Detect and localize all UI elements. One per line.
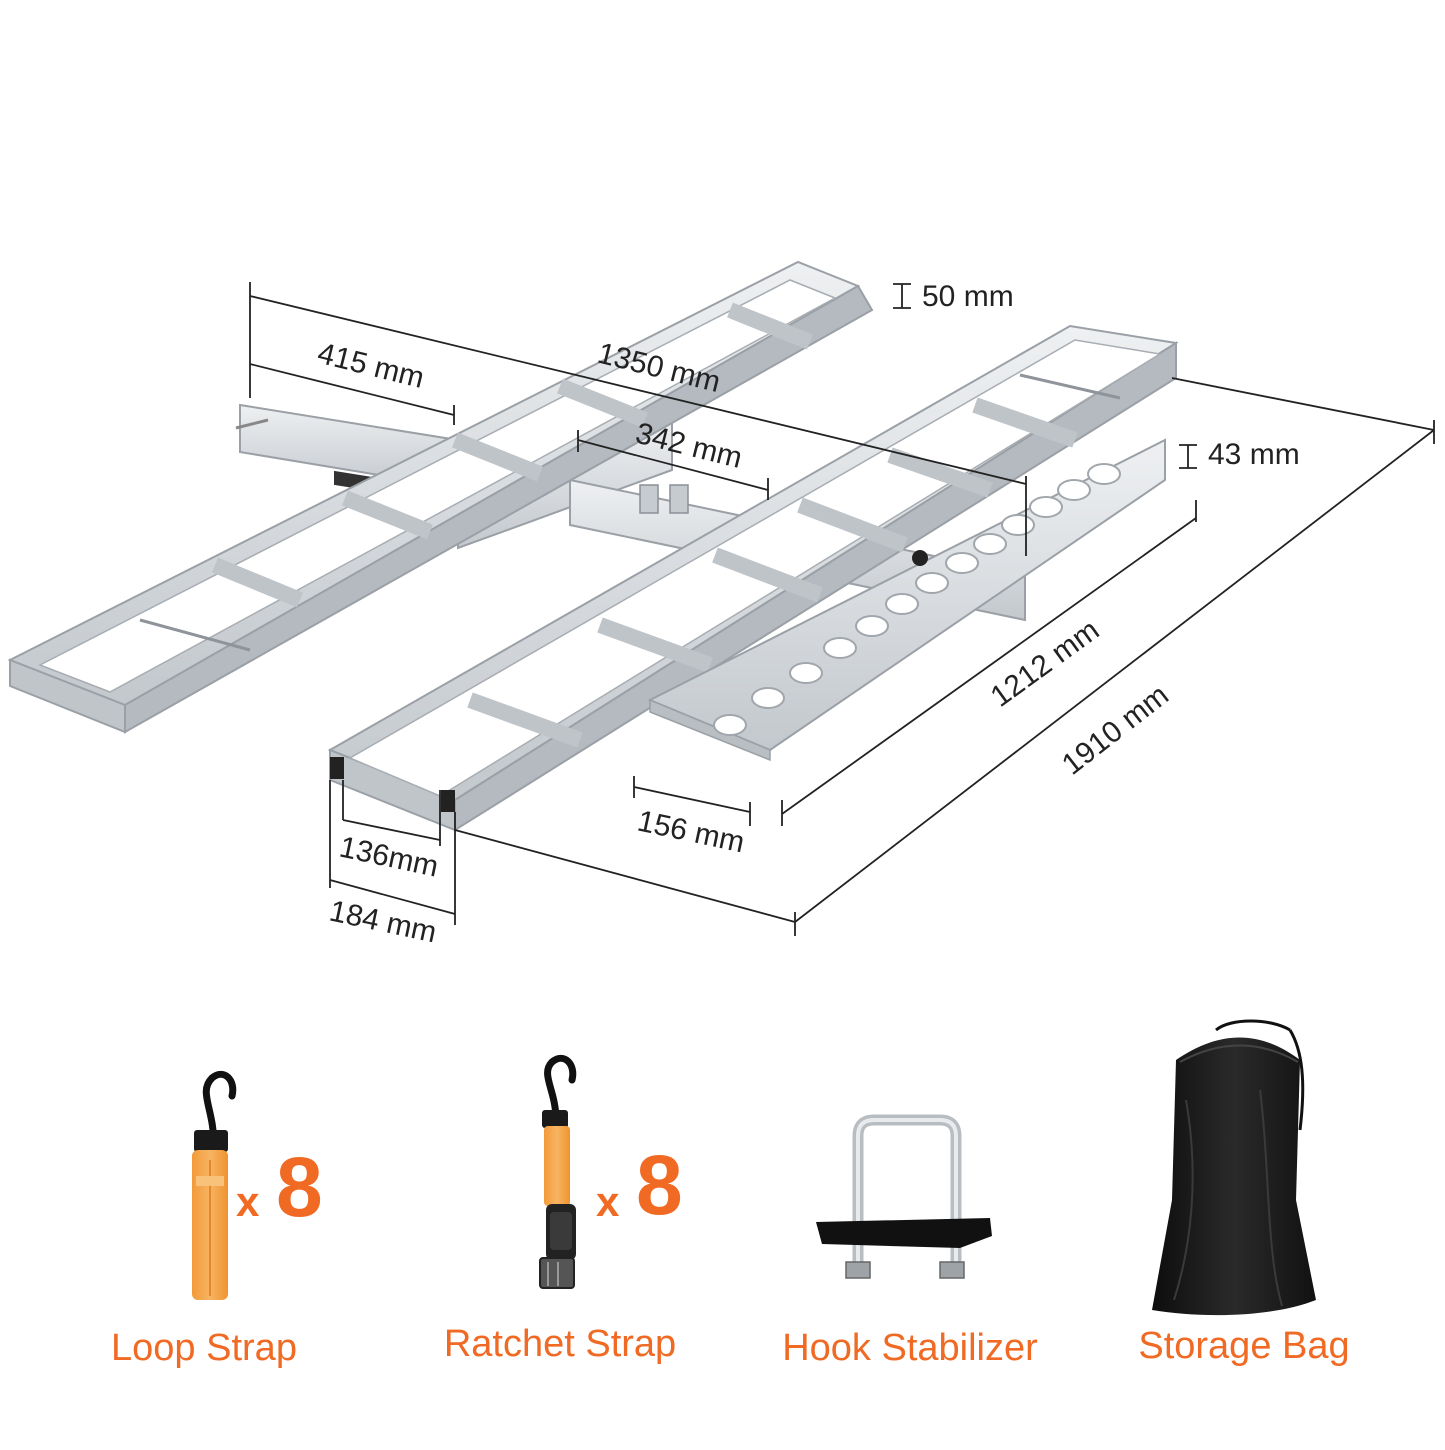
dim-156mm: 156 mm — [635, 805, 748, 860]
hitch-stabilizer-icon — [816, 1114, 992, 1279]
perforated-loading-ramp — [647, 438, 1166, 762]
dim-184mm: 184 mm — [327, 895, 440, 950]
ratchet-strap-label: Ratchet Strap — [444, 1323, 676, 1365]
accessory-ratchet-strap: x 8 Ratchet Strap — [444, 1054, 683, 1365]
ratchet-strap-icon — [539, 1054, 577, 1289]
loop-strap-label: Loop Strap — [111, 1327, 297, 1369]
accessory-loop-strap: x 8 Loop Strap — [111, 1070, 323, 1369]
dim-1910mm: 1910 mm — [1056, 679, 1175, 782]
loop-strap-qty-prefix: x — [236, 1178, 260, 1225]
left-loading-rail — [7, 260, 874, 734]
accessory-storage-bag: Storage Bag — [1138, 1019, 1350, 1367]
loop-strap-icon — [192, 1070, 237, 1300]
dim-50mm: 50 mm — [922, 280, 1014, 313]
ratchet-strap-qty-prefix: x — [596, 1178, 620, 1225]
accessories-row: x 8 Loop Strap x 8 Ratchet Strap — [111, 1019, 1350, 1369]
hook-stabilizer-label: Hook Stabilizer — [782, 1327, 1038, 1369]
storage-bag-label: Storage Bag — [1138, 1325, 1349, 1367]
right-loading-rail — [327, 324, 1179, 832]
ratchet-strap-qty: 8 — [636, 1138, 683, 1232]
dim-1212mm: 1212 mm — [985, 613, 1106, 713]
dim-43mm: 43 mm — [1208, 438, 1300, 471]
dimension-lines — [249, 282, 1435, 936]
storage-bag-icon — [1152, 1019, 1316, 1316]
dim-136mm: 136mm — [337, 831, 442, 884]
loop-strap-qty: 8 — [276, 1140, 323, 1234]
dim-415mm: 415 mm — [314, 337, 427, 395]
motorcycle-carrier-rack — [7, 260, 1179, 832]
accessory-hook-stabilizer: Hook Stabilizer — [782, 1114, 1038, 1369]
